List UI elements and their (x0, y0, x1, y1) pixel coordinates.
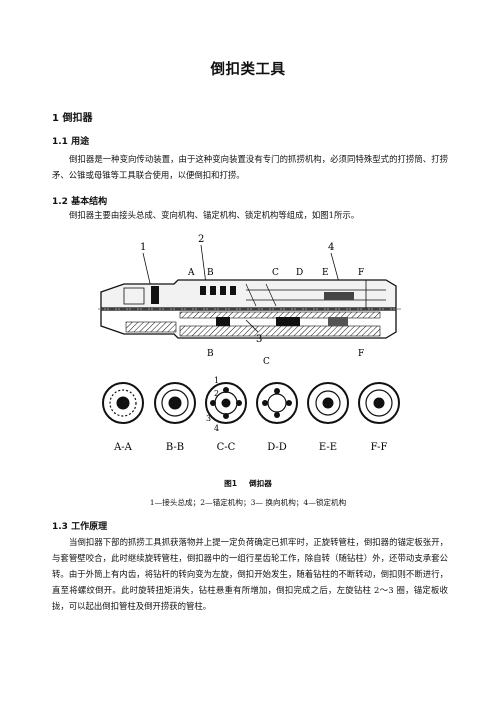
section-letter-b: B (207, 268, 214, 278)
section-view-ff: F-F (371, 442, 388, 453)
section-letter-c-bottom: C (263, 357, 270, 367)
paragraph-structure-text: 倒扣器主要由接头总成、变向机构、锚定机构、锁定机构等组成，如图1所示。 (69, 210, 360, 220)
figure-caption-number: 图1 (224, 479, 238, 488)
section-letter-c: C (272, 268, 279, 278)
cc-number-3: 3 (206, 414, 211, 423)
figure-caption-text: 倒扣器 (249, 479, 272, 488)
section-view-dd: D-D (267, 442, 287, 453)
section-letter-d: D (296, 268, 303, 278)
section-view-cc: C-C (217, 442, 236, 453)
section-letter-e: E (322, 268, 329, 278)
paragraph-principle-text: 当倒扣器下部的抓捞工具抓获落物并上提一定负荷确定已抓牢时，正旋转管柱，倒扣器的锚… (52, 537, 448, 611)
section-heading-1: 1 倒扣器 (52, 113, 93, 124)
figure-legend: 1—接头总成；2—锚定机构；3— 换向机构；4—锁定机构 (149, 498, 347, 507)
section-letter-b-bottom: B (207, 349, 214, 359)
section-view-ee: E-E (319, 442, 337, 453)
section-letter-f: F (358, 268, 364, 278)
paragraph-purpose: 倒扣器是一种变向传动装置，由于这种变向装置没有专门的抓捞机构，必须同特殊型式的打… (52, 151, 448, 183)
paragraph-principle: 当倒扣器下部的抓捞工具抓获落物并上提一定负荷确定已抓牢时，正旋转管柱，倒扣器的锚… (52, 534, 448, 614)
section-letter-a: A (187, 268, 195, 278)
callout-2: 2 (198, 234, 204, 245)
cc-number-2: 2 (214, 389, 219, 398)
figure-1-drawing: 1 2 4 A B C D E F 3 B C F (98, 234, 402, 453)
callout-1: 1 (140, 242, 146, 253)
cc-number-4: 4 (214, 424, 219, 433)
section-letter-f-bottom: F (358, 349, 364, 359)
section-view-bb: B-B (166, 442, 184, 453)
paragraph-purpose-text: 倒扣器是一种变向传动装置，由于这种变向装置没有专门的抓捞机构，必须同特殊型式的打… (52, 154, 448, 180)
section-view-aa: A-A (113, 442, 133, 453)
figure-caption: 图1 倒扣器 (0, 478, 496, 489)
section-heading-1-3: 1.3 工作原理 (52, 522, 108, 532)
page-title: 倒扣类工具 (210, 62, 286, 78)
section-heading-1-2: 1.2 基本结构 (52, 197, 108, 207)
cc-number-1: 1 (214, 376, 219, 385)
paragraph-structure: 倒扣器主要由接头总成、变向机构、锚定机构、锁定机构等组成，如图1所示。 (52, 207, 448, 223)
callout-3: 3 (256, 334, 262, 345)
section-heading-1-1: 1.1 用途 (52, 137, 90, 147)
callout-4: 4 (328, 242, 334, 253)
